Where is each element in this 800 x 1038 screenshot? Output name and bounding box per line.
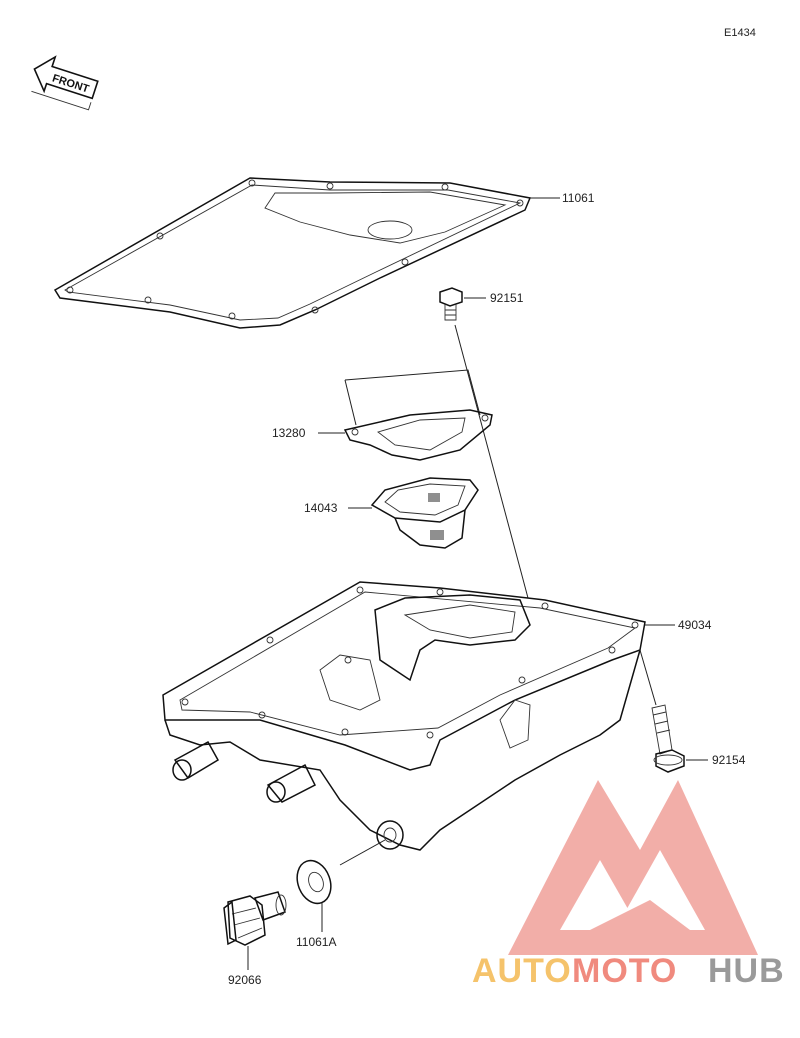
part-number-49034: 49034	[678, 618, 712, 632]
watermark-moto: MOTO	[572, 952, 677, 990]
part-number-92154: 92154	[712, 753, 746, 767]
strainer-mesh-icon	[428, 493, 444, 540]
part-number-14043: 14043	[304, 501, 338, 515]
part-number-92066: 92066	[228, 973, 262, 987]
part-gasket	[53, 177, 532, 329]
part-number-11061: 11061	[562, 191, 595, 205]
part-bolt-flange	[651, 704, 685, 773]
watermark-triangle-icon	[508, 780, 758, 955]
part-bolt-small	[439, 287, 463, 321]
part-washer	[296, 859, 332, 905]
watermark-hub: HUB	[708, 952, 785, 990]
part-strainer	[370, 477, 479, 549]
part-number-92151: 92151	[490, 291, 524, 305]
part-drain-plug	[223, 891, 287, 946]
part-oil-pan	[162, 581, 646, 851]
diagram-ref-code: E1434	[724, 27, 756, 39]
part-plate-gasket	[343, 409, 493, 461]
front-arrow-icon: FRONT	[31, 55, 99, 111]
watermark-logo: AUTO MOTO HUB	[472, 780, 785, 990]
part-number-11061A: 11061A	[296, 935, 336, 949]
part-number-13280: 13280	[272, 426, 306, 440]
watermark-auto: AUTO	[472, 952, 572, 990]
